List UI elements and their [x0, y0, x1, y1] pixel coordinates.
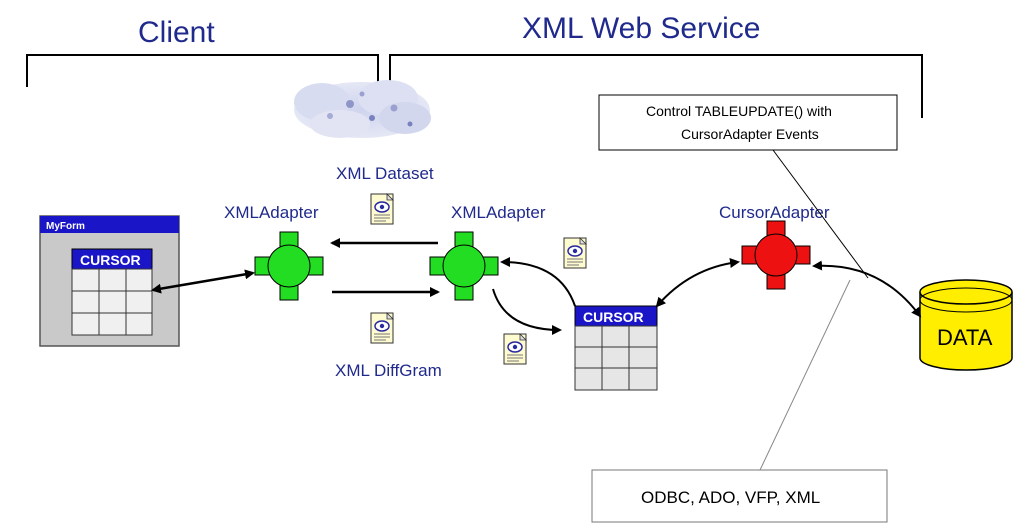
- xmladapter-middle-node: [429, 231, 499, 301]
- myform-title: MyForm: [46, 221, 85, 232]
- xml-document-icon: [503, 333, 527, 365]
- server-cursor-label: CURSOR: [583, 309, 644, 325]
- sources-callout: [591, 469, 888, 523]
- xmladapter-to-cursor-arrow: [492, 288, 562, 335]
- xml-dataset-label: XML Dataset: [336, 164, 434, 183]
- client-header: Client: [138, 16, 215, 49]
- tableupdate-line2: CursorAdapter Events: [681, 126, 819, 142]
- data-store: DATA: [919, 279, 1013, 371]
- sources-pointer: [759, 279, 851, 471]
- myform-window: MyForm CURSOR: [39, 215, 180, 347]
- cursor-to-cursoradapter-arrow: [655, 258, 740, 308]
- cursor-to-xmladapter-arrow: [500, 257, 576, 307]
- xml-diffgram-label: XML DiffGram: [335, 361, 442, 380]
- xmladapter-left-node: [254, 231, 324, 301]
- xml-document-icon: [370, 193, 394, 225]
- tableupdate-callout: [598, 94, 898, 151]
- cloud-icon: [294, 80, 431, 138]
- xmladapter-middle-label: XMLAdapter: [451, 203, 546, 222]
- cursoradapter-to-data-arrow: [812, 260, 922, 318]
- form-cursor-label: CURSOR: [80, 252, 141, 268]
- service-bracket: [389, 54, 923, 118]
- data-label: DATA: [937, 325, 993, 350]
- xmladapter-left-label: XMLAdapter: [224, 203, 319, 222]
- xml-document-icon: [563, 237, 587, 269]
- tableupdate-line1: Control TABLEUPDATE() with: [646, 103, 832, 119]
- client-bracket: [26, 54, 379, 87]
- tableupdate-pointer: [772, 149, 869, 279]
- sources-label: ODBC, ADO, VFP, XML: [641, 488, 820, 507]
- form-to-xmladapter-arrow: [151, 269, 255, 294]
- cursoradapter-node: [741, 220, 811, 290]
- cursoradapter-label: CursorAdapter: [719, 203, 830, 222]
- xml-document-icon: [370, 312, 394, 344]
- service-header: XML Web Service: [522, 12, 760, 45]
- server-cursor-table: CURSOR: [574, 305, 658, 391]
